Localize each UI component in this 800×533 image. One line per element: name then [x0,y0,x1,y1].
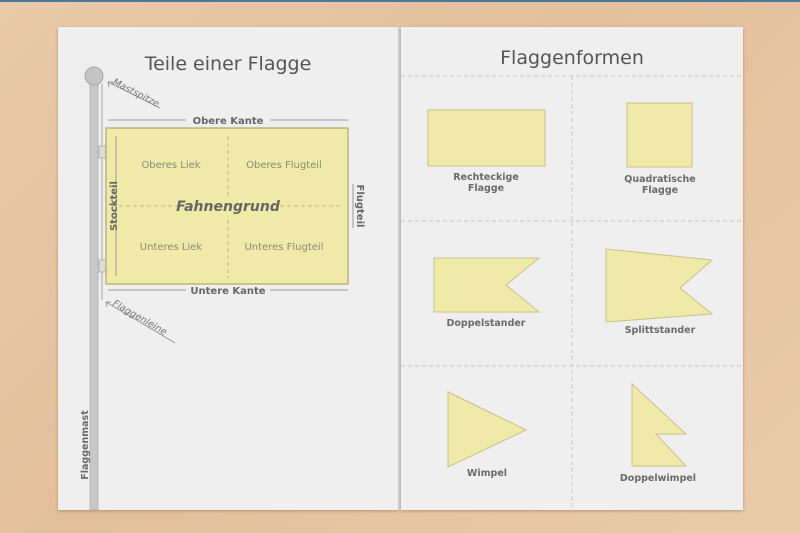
flaggenleine-arrow-icon [105,301,111,308]
book-gutter [398,27,401,510]
label-unteres-flugteil: Unteres Flugteil [244,242,323,253]
flag-clip-bottom [98,259,107,273]
top-accent-line [0,0,800,2]
label-oberes-flugteil: Oberes Flugteil [246,160,322,171]
mastspitze-arrow-icon [107,81,113,88]
doppelwimpel-shape [631,382,688,467]
label-flaggenleine: Flaggenleine [111,298,169,338]
fahnengrund-label-bg [178,196,276,216]
label-flugteil: Flugteil [354,185,365,228]
label-untere-kante: Untere Kante [190,286,265,297]
label-obere-kante: Obere Kante [193,116,264,127]
label-rechteckige: Rechteckige [453,172,519,183]
flag-clip-top [98,145,107,159]
label-oberes-liek: Oberes Liek [141,160,200,171]
label-mastspitze: Mastspitze [111,77,161,110]
splittstander-shape [605,248,714,323]
mastspitze-pointer [107,81,161,109]
left-title: Teile einer Flagge [144,53,312,75]
right-title: Flaggenformen [500,47,644,69]
shapes-grid [401,75,743,510]
label-quadratische-flagge: Flagge [642,185,678,196]
flagpole [89,79,99,511]
label-unteres-liek: Unteres Liek [140,242,203,253]
label-stockteil: Stockteil [109,181,120,231]
rectangular-flag-shape [427,109,546,167]
doppelstander-shape [433,257,541,313]
label-rechteckige-flagge: Flagge [468,183,504,194]
label-flaggenmast: Flaggenmast [80,410,91,480]
label-doppelwimpel: Doppelwimpel [620,473,696,484]
flaggenleine-pointer [105,301,176,344]
label-wimpel: Wimpel [467,468,507,479]
label-splittstander: Splittstander [625,325,696,336]
label-doppelstander: Doppelstander [446,318,525,329]
square-flag-shape [626,102,693,168]
label-quadratische: Quadratische [624,174,695,185]
pole-top-ball [84,66,104,86]
label-fahnengrund: Fahnengrund [176,199,281,215]
wimpel-shape [447,391,528,468]
